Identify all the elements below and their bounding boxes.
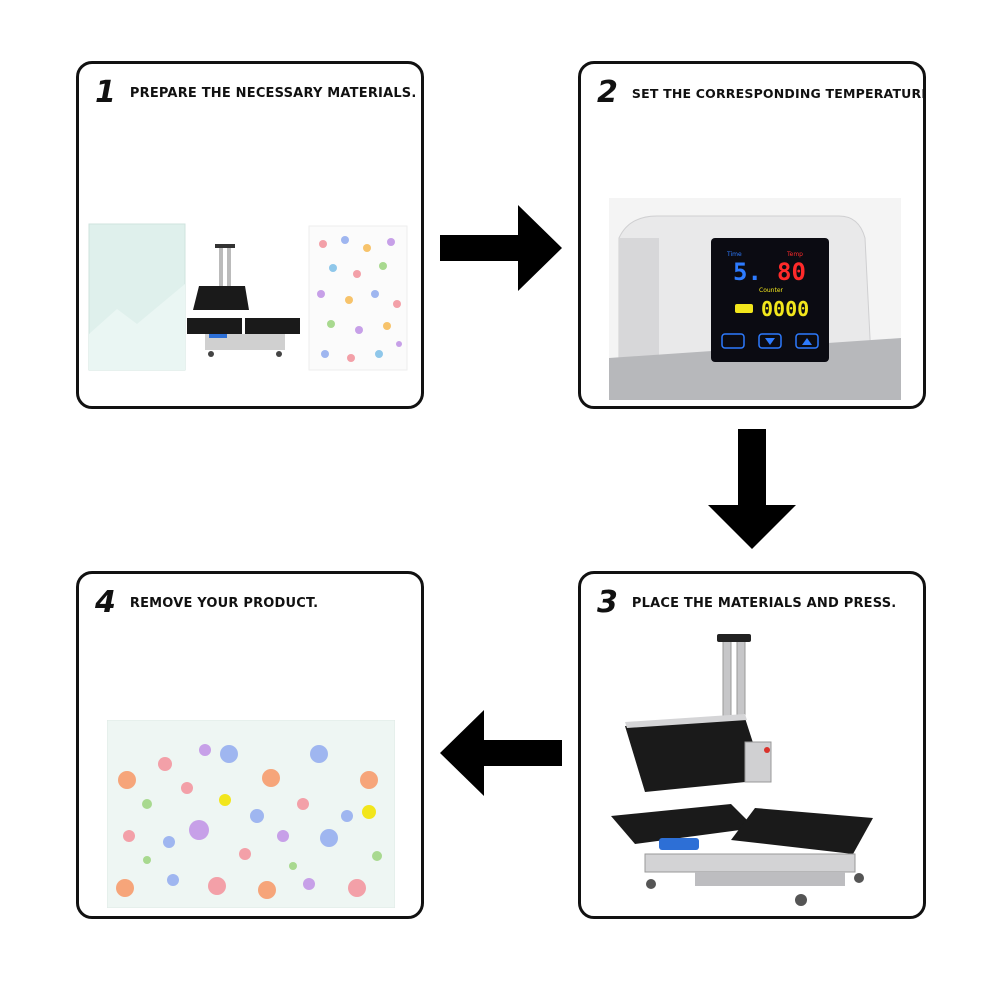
arrow-left [440,710,562,796]
display-mode-indicator [735,304,753,313]
heat-press-illustration [611,634,873,906]
step-number-3: 3 [597,585,618,620]
heat-press-small [187,244,300,357]
step-header-4: 4 REMOVE YOUR PRODUCT. [95,588,318,618]
step-header-1: 1 PREPARE THE NECESSARY MATERIALS. [95,78,417,108]
step-card-2: 2 SET THE CORRESPONDING TEMPERATURE. Tim… [578,61,926,409]
step-title-4: REMOVE YOUR PRODUCT. [129,595,319,611]
floral-pattern [116,744,382,899]
display-counter-label: Counter [759,287,784,294]
step-number-1: 1 [95,75,116,110]
display-button-back[interactable] [721,333,745,349]
blank-glass-panel [88,223,186,371]
step-number-4: 4 [95,585,116,620]
arrow-right [440,205,562,291]
floral-transfer-sheet [308,225,408,371]
display-counter-value: 0000 [761,297,809,321]
arrow-down [708,429,796,549]
step-card-4: 4 REMOVE YOUR PRODUCT. [76,571,424,919]
down-arrow-icon [765,338,775,345]
up-arrow-icon [802,338,812,345]
step-title-2: SET THE CORRESPONDING TEMPERATURE. [631,85,926,101]
display-time-value: 5. [733,258,762,286]
control-panel-illustration: Time Temp 5. 80 Counter 0000 [609,198,901,400]
step-title-3: PLACE THE MATERIALS AND PRESS. [631,595,897,611]
step-header-3: 3 PLACE THE MATERIALS AND PRESS. [597,588,896,618]
step-card-1: 1 PREPARE THE NECESSARY MATERIALS. [76,61,424,409]
display-button-down[interactable] [758,333,782,349]
step-card-3: 3 PLACE THE MATERIALS AND PRESS. [578,571,926,919]
finished-product-illustration [107,720,395,908]
step-header-2: 2 SET THE CORRESPONDING TEMPERATURE. [597,75,926,110]
materials-illustration [88,223,408,371]
display-button-up[interactable] [795,333,819,349]
display-temp-label: Temp [786,251,803,258]
step-title-1: PREPARE THE NECESSARY MATERIALS. [129,85,417,101]
display-time-label: Time [726,251,742,258]
temperature-display: Time Temp 5. 80 Counter 0000 [711,238,829,362]
step-number-2: 2 [597,75,618,110]
display-temp-value: 80 [777,258,806,286]
